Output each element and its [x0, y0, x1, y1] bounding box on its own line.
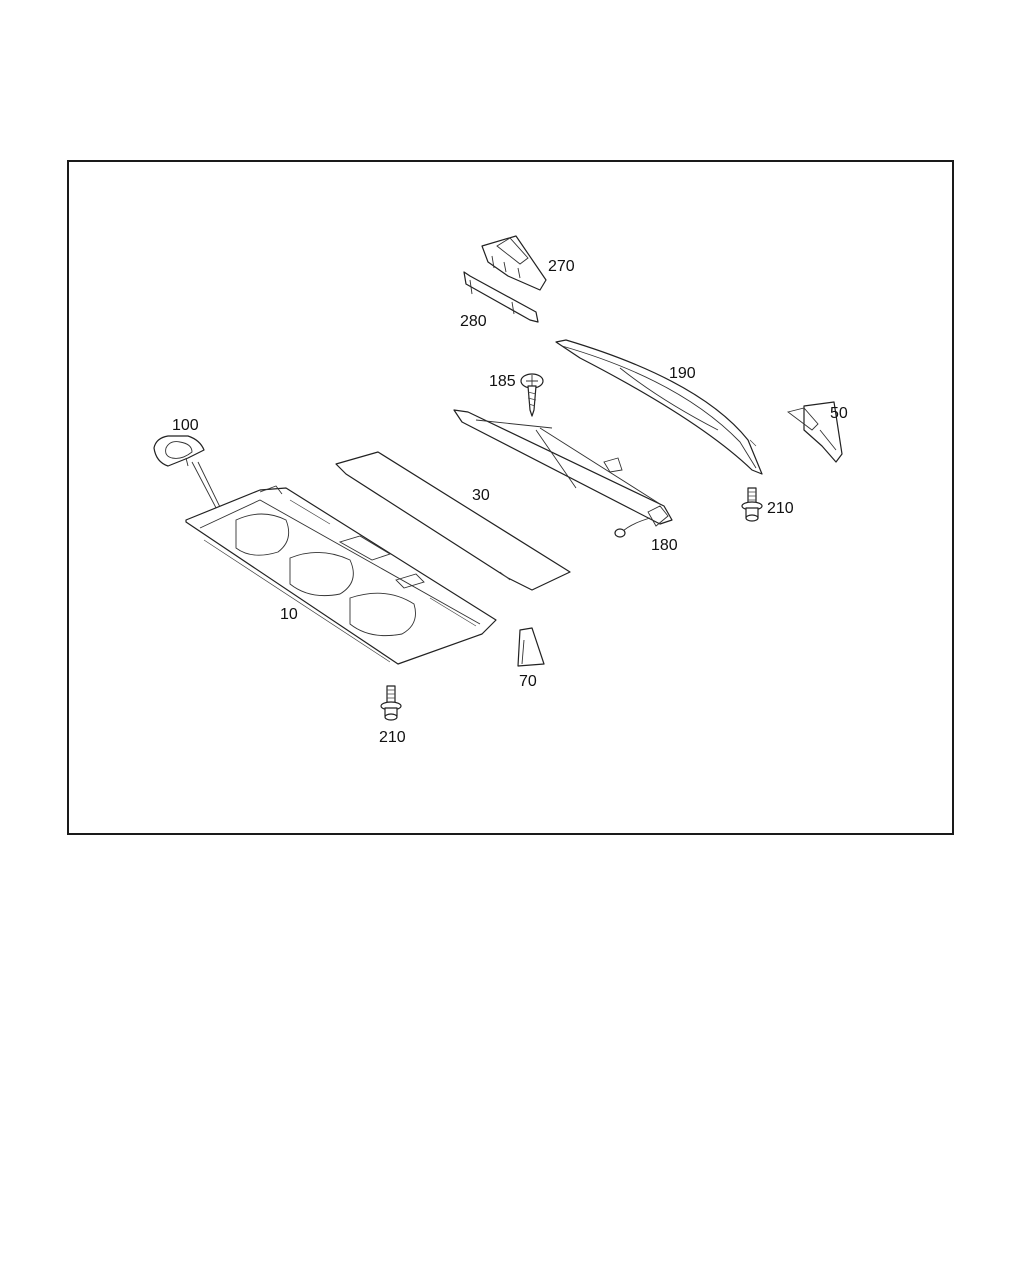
- callout-190: 190: [669, 365, 696, 382]
- callout-100: 100: [172, 417, 199, 434]
- callout-180: 180: [651, 537, 678, 554]
- part-70-wedge: [517, 627, 545, 667]
- callout-70: 70: [519, 673, 537, 690]
- part-280-strip: [463, 271, 539, 323]
- part-270-bracket: [481, 235, 547, 291]
- callout-280: 280: [460, 313, 487, 330]
- part-180-panel: [453, 409, 673, 538]
- callout-30: 30: [472, 487, 490, 504]
- part-10-floor-panel: [185, 485, 497, 665]
- diagram-frame: [67, 160, 954, 835]
- part-185-screw: [520, 373, 544, 417]
- callout-185: 185: [489, 373, 516, 390]
- part-210-pin-bottom: [380, 685, 402, 721]
- part-50-trim: [786, 401, 843, 463]
- callout-50: 50: [830, 405, 848, 422]
- callout-210-bottom: 210: [379, 729, 406, 746]
- callout-10: 10: [280, 606, 298, 623]
- callout-210-right: 210: [767, 500, 794, 517]
- part-210-pin-right: [741, 487, 763, 522]
- part-190-cover-panel: [555, 339, 763, 475]
- callout-270: 270: [548, 258, 575, 275]
- part-100-seal: [153, 435, 205, 467]
- part-30-mat: [335, 451, 571, 591]
